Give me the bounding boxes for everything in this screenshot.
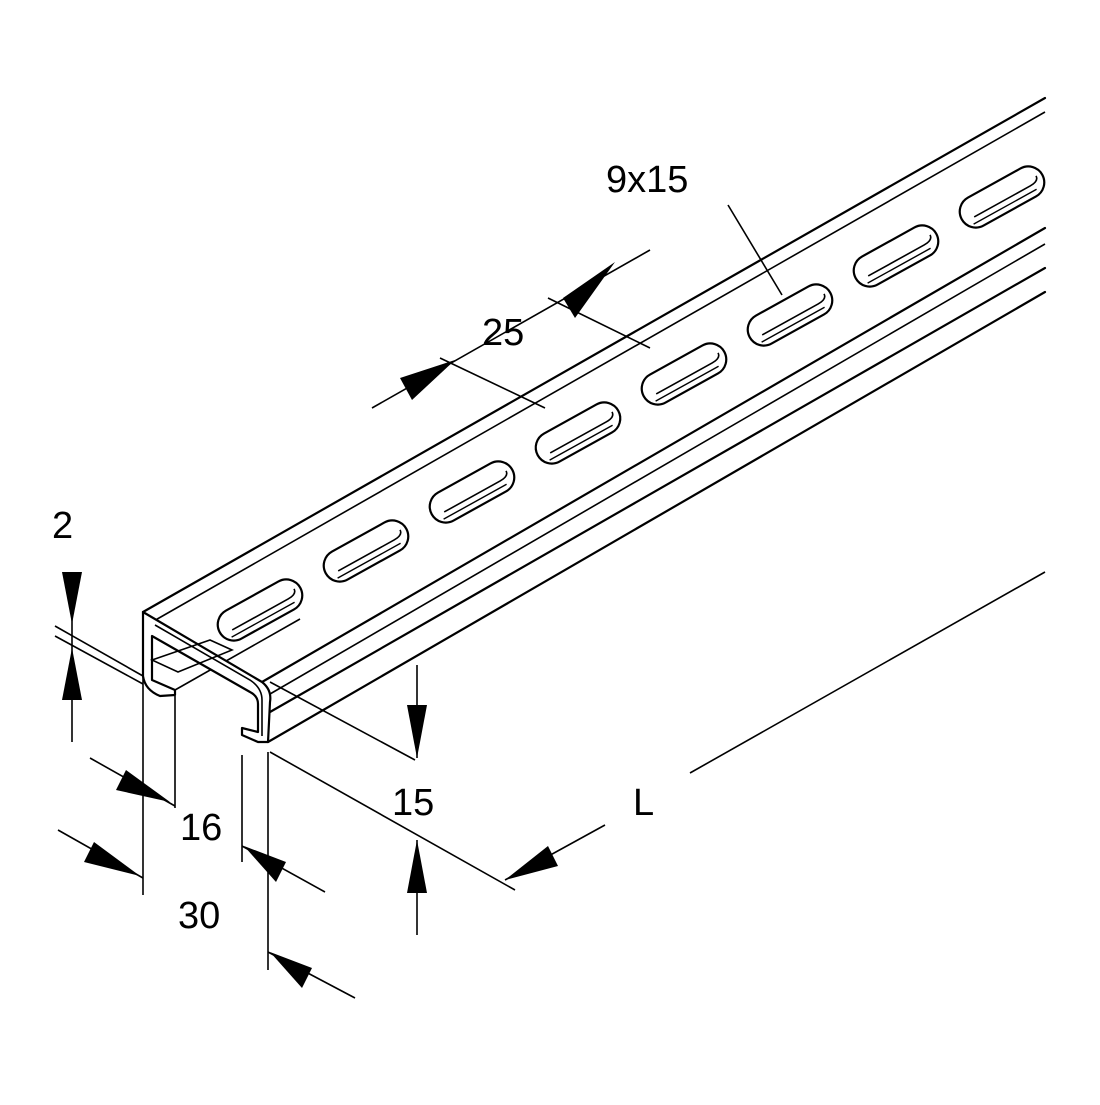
dim-15-arrow-down xyxy=(407,705,427,758)
slot-hole xyxy=(852,224,940,288)
dim-slot-leader xyxy=(727,204,783,296)
slot-hole xyxy=(640,342,728,406)
dim-15-arrow-up xyxy=(407,840,427,893)
inner-lip-line xyxy=(174,618,301,691)
dim-25-ext-left xyxy=(439,357,546,409)
slot-hole xyxy=(746,283,834,347)
side-wall-lower-edge xyxy=(266,290,1047,744)
dim-25-ext-right xyxy=(547,297,651,349)
cross-section-floor xyxy=(149,639,235,673)
slot-hole xyxy=(534,401,622,465)
label-inner-width: 16 xyxy=(180,807,222,849)
dim-30-arrow-left xyxy=(84,842,140,876)
label-length: L xyxy=(633,782,654,824)
top-face-inner-line xyxy=(151,111,1046,623)
slot-hole xyxy=(958,165,1046,229)
label-thickness: 2 xyxy=(52,505,73,547)
label-slot-size: 9x15 xyxy=(606,159,688,201)
cross-section-inner xyxy=(154,624,263,736)
slot-hole xyxy=(322,519,410,583)
dim-30-arrow-mid xyxy=(244,846,286,882)
dim-16-arrow xyxy=(116,770,170,802)
channel-body xyxy=(141,96,1047,744)
dim-L-arrow xyxy=(505,846,558,880)
label-outer-width: 30 xyxy=(178,895,220,937)
dim-15-ext-top xyxy=(269,681,416,761)
side-wall-upper-edge xyxy=(268,266,1047,714)
dim-25-arrow-right xyxy=(563,262,615,318)
dim-L-line-right xyxy=(689,571,1046,774)
top-face-back-edge xyxy=(141,96,1047,614)
slot-hole xyxy=(428,460,516,524)
label-height: 15 xyxy=(392,782,434,824)
label-slot-pitch: 25 xyxy=(482,312,524,354)
dim-30-arrow-bottom xyxy=(270,952,312,988)
slot-group xyxy=(216,165,1046,642)
top-face-front-edge xyxy=(260,226,1047,684)
slot-hole xyxy=(216,578,304,642)
dim-2-ext-top xyxy=(54,625,144,677)
dimension-lines xyxy=(54,204,1046,999)
dim-2-arrow-up xyxy=(62,648,82,700)
top-face-fold-line xyxy=(269,243,1046,695)
dim-2-ext-bottom xyxy=(54,635,144,685)
cross-section-profile xyxy=(141,610,272,744)
dim-2-arrow-down xyxy=(62,572,82,624)
dim-L-ext-front xyxy=(269,751,516,891)
dim-25-arrow-left xyxy=(400,360,455,400)
dimension-labels: 2 9x15 25 16 30 15 L xyxy=(52,159,688,937)
